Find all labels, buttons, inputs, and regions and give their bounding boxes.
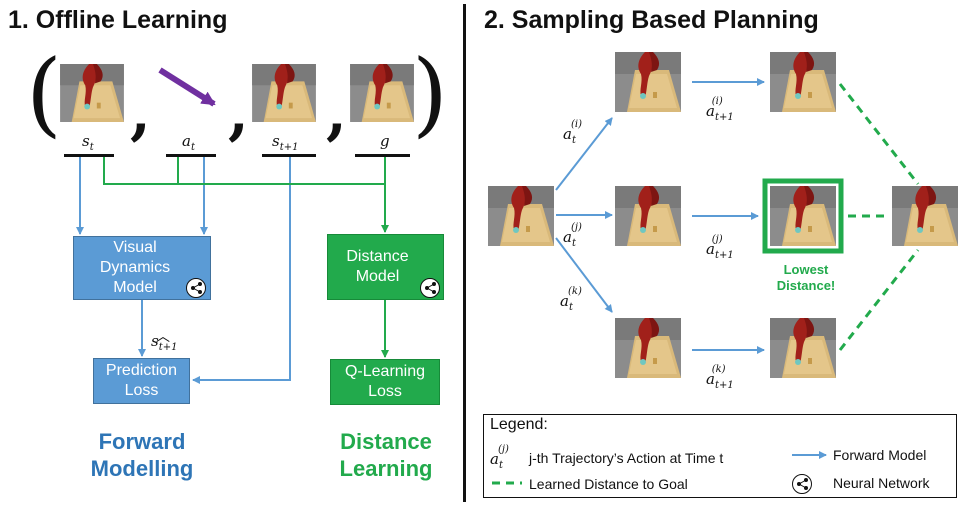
q-learning-loss-box: Q-Learning Loss xyxy=(330,359,440,405)
section-title-offline-learning: 1. Offline Learning xyxy=(8,6,228,34)
close-paren: ) xyxy=(412,40,448,147)
visual-dynamics-model-box: Visual Dynamics Model xyxy=(73,236,211,300)
legend-action-description: j-th Trajectory’s Action at Time t xyxy=(529,450,724,466)
image-traj-k-step1 xyxy=(615,318,681,378)
legend-neural-network: Neural Network xyxy=(833,475,930,491)
image-traj-i-step2 xyxy=(770,52,836,112)
label-predicted-next-state: st+1︿ xyxy=(151,329,178,353)
bar-state xyxy=(64,154,114,157)
section-title-sampling-planning: 2. Sampling Based Planning xyxy=(484,6,819,34)
legend-forward-model: Forward Model xyxy=(833,447,927,463)
label-action-next-j: at+1(j) xyxy=(706,234,734,261)
comma-1: , xyxy=(130,78,151,148)
action-arrow xyxy=(158,67,216,107)
image-planning-goal xyxy=(892,186,958,246)
legend-learned-distance: Learned Distance to Goal xyxy=(529,476,688,492)
label-state: st xyxy=(82,132,94,153)
image-traj-i-step1 xyxy=(615,52,681,112)
bar-action xyxy=(166,154,216,157)
image-start-state xyxy=(488,186,554,246)
legend-title: Legend: xyxy=(490,416,548,433)
label-action-next-i: at+1(i) xyxy=(706,96,734,123)
label-action-next-k: at+1(k) xyxy=(706,364,734,391)
section-divider xyxy=(463,4,466,502)
label-action-k: at(k) xyxy=(560,286,582,313)
label-next-state: st+1 xyxy=(272,132,299,153)
comma-3: , xyxy=(326,78,347,148)
legend-box xyxy=(483,414,957,498)
lowest-distance-highlight xyxy=(762,178,844,254)
image-state-next xyxy=(252,64,316,122)
distance-learning-label: Distance Learning xyxy=(339,429,433,481)
forward-modelling-label: Forward Modelling xyxy=(90,429,194,481)
bar-next-state xyxy=(262,154,316,157)
image-traj-j-step1 xyxy=(615,186,681,246)
image-traj-k-step2 xyxy=(770,318,836,378)
image-goal xyxy=(350,64,414,122)
image-traj-j-step2 xyxy=(770,186,836,246)
label-action: at xyxy=(182,132,195,153)
label-action-j: at(j) xyxy=(563,222,582,249)
legend-action-symbol: at(j) xyxy=(490,444,509,471)
open-paren: ( xyxy=(26,40,62,147)
image-state-current xyxy=(60,64,124,122)
lowest-distance-callout: Lowest Distance! xyxy=(776,262,836,293)
comma-2: , xyxy=(228,78,249,148)
label-goal: g xyxy=(380,132,390,150)
bar-goal xyxy=(355,154,410,157)
label-action-i: at(i) xyxy=(563,119,582,146)
prediction-loss-box: Prediction Loss xyxy=(93,358,190,404)
